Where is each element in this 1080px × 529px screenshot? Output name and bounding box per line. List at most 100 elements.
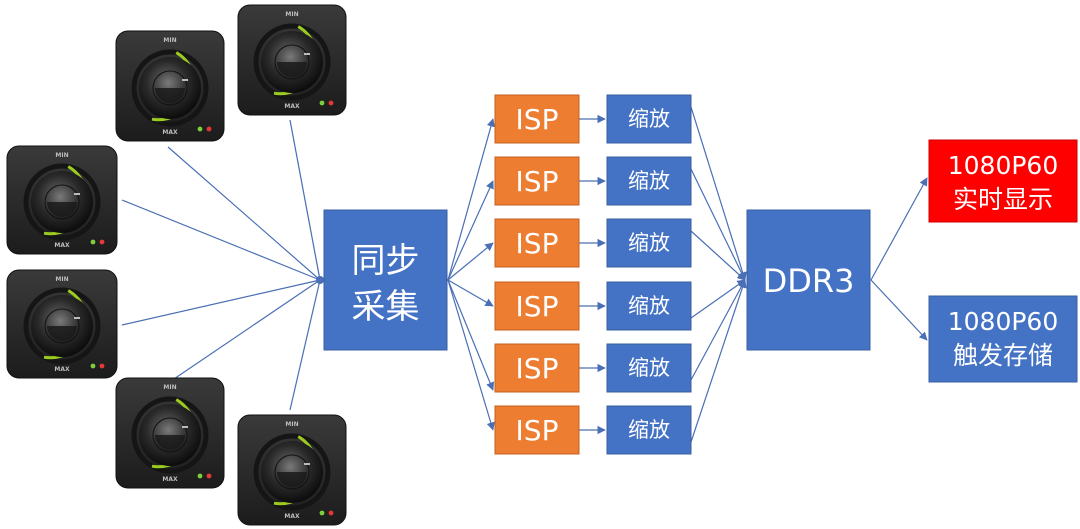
camera-max-label: MAX [54,242,70,249]
camera-link-6 [289,279,321,411]
camera-max-label: MAX [284,103,300,110]
camera-link-4 [121,279,321,326]
isp-label: ISP [516,165,559,198]
isp-rect [494,156,580,206]
scale-rect [606,343,692,393]
camera-led-red [328,510,334,516]
camera-knob-shade [277,472,307,487]
camera-link-5 [167,279,321,384]
scale-to-ddr-arrow-2 [690,168,746,281]
camera-min-label: MIN [285,11,298,18]
camera-dial-track [23,163,101,241]
camera-link-2 [289,119,321,281]
sync-capture-label-2: 采集 [352,287,420,327]
isp-label: ISP [516,352,559,385]
isp-block-3: ISP [494,218,580,268]
scale-rect [606,218,692,268]
scale-label: 缩放 [628,107,670,131]
camera-min-label: MIN [285,421,298,428]
camera-knob-shade [47,326,77,341]
camera-knob-marker [74,317,80,319]
camera-knob-marker [304,463,310,465]
isp-label: ISP [516,227,559,260]
scale-label: 缩放 [628,418,670,442]
camera-led-red [328,100,334,106]
camera-max-label: MAX [54,366,70,373]
camera-led-red [99,363,105,369]
sync-capture-label-1: 同步 [352,241,420,281]
scale-block-3: 缩放 [606,218,692,268]
camera-knob-shade [155,435,185,450]
camera-min-label: MIN [163,384,176,391]
camera-led-green [90,363,96,369]
scale-rect [606,156,692,206]
output-label-line-1: 1080P60 [948,151,1059,180]
sync-to-isp-arrow-6 [447,279,495,431]
isp-block-6: ISP [494,405,580,455]
scale-block-1: 缩放 [606,94,692,144]
camera-dial-track [253,433,331,511]
output-label-line-1: 1080P60 [948,307,1059,336]
scale-rect [606,405,692,455]
camera-link-1 [167,146,321,281]
isp-label: ISP [516,414,559,447]
camera-knob-shade [155,88,185,103]
camera-max-label: MAX [162,476,178,483]
camera-knob-marker [182,79,188,81]
scale-label: 缩放 [628,169,670,193]
isp-block-4: ISP [494,281,580,331]
camera-led-green [197,473,203,479]
scale-to-ddr-arrow-5 [690,279,746,381]
camera-max-label: MAX [284,513,300,520]
camera-knob-marker [304,53,310,55]
camera-min-label: MIN [55,152,68,159]
camera-led-red [206,126,212,132]
isp-label: ISP [516,103,559,136]
isp-block-2: ISP [494,156,580,206]
scale-block-2: 缩放 [606,156,692,206]
ddr-to-output-arrow-1 [870,177,928,281]
camera-led-green [319,510,325,516]
ddr3-rect [746,209,871,351]
scale-to-ddr-arrow-4 [690,279,746,319]
camera-max-label: MAX [162,129,178,136]
scale-rect [606,281,692,331]
camera-link-3 [121,199,321,281]
sync-to-isp-arrow-5 [447,279,495,391]
sync-to-isp-arrow-4 [447,279,494,307]
output-label-line-2: 实时显示 [953,185,1053,214]
scale-block-5: 缩放 [606,343,692,393]
camera-icon: MIN MAX [6,145,118,255]
realtime-display-block: 1080P60 实时显示 [928,139,1078,223]
sync-input-node [316,276,324,284]
scale-to-ddr-arrow-6 [690,279,747,443]
sync-to-isp-arrow-3 [447,242,494,281]
isp-rect [494,405,580,455]
output-rect [928,295,1078,383]
camera-knob-marker [182,426,188,428]
scale-block-4: 缩放 [606,281,692,331]
isp-label: ISP [516,290,559,323]
isp-rect [494,343,580,393]
camera-icon: MIN MAX [237,414,347,526]
camera-icon: MIN MAX [237,4,347,116]
camera-icon: MIN MAX [115,30,225,142]
isp-rect [494,218,580,268]
camera-min-label: MIN [163,37,176,44]
camera-knob-marker [74,193,80,195]
camera-dial-track [253,23,331,101]
scale-label: 缩放 [628,294,670,318]
ddr3-label: DDR3 [763,262,855,300]
camera-led-red [99,239,105,245]
scale-block-6: 缩放 [606,405,692,455]
camera-knob-shade [47,202,77,217]
isp-block-5: ISP [494,343,580,393]
camera-led-red [206,473,212,479]
camera-dial-track [131,396,209,474]
